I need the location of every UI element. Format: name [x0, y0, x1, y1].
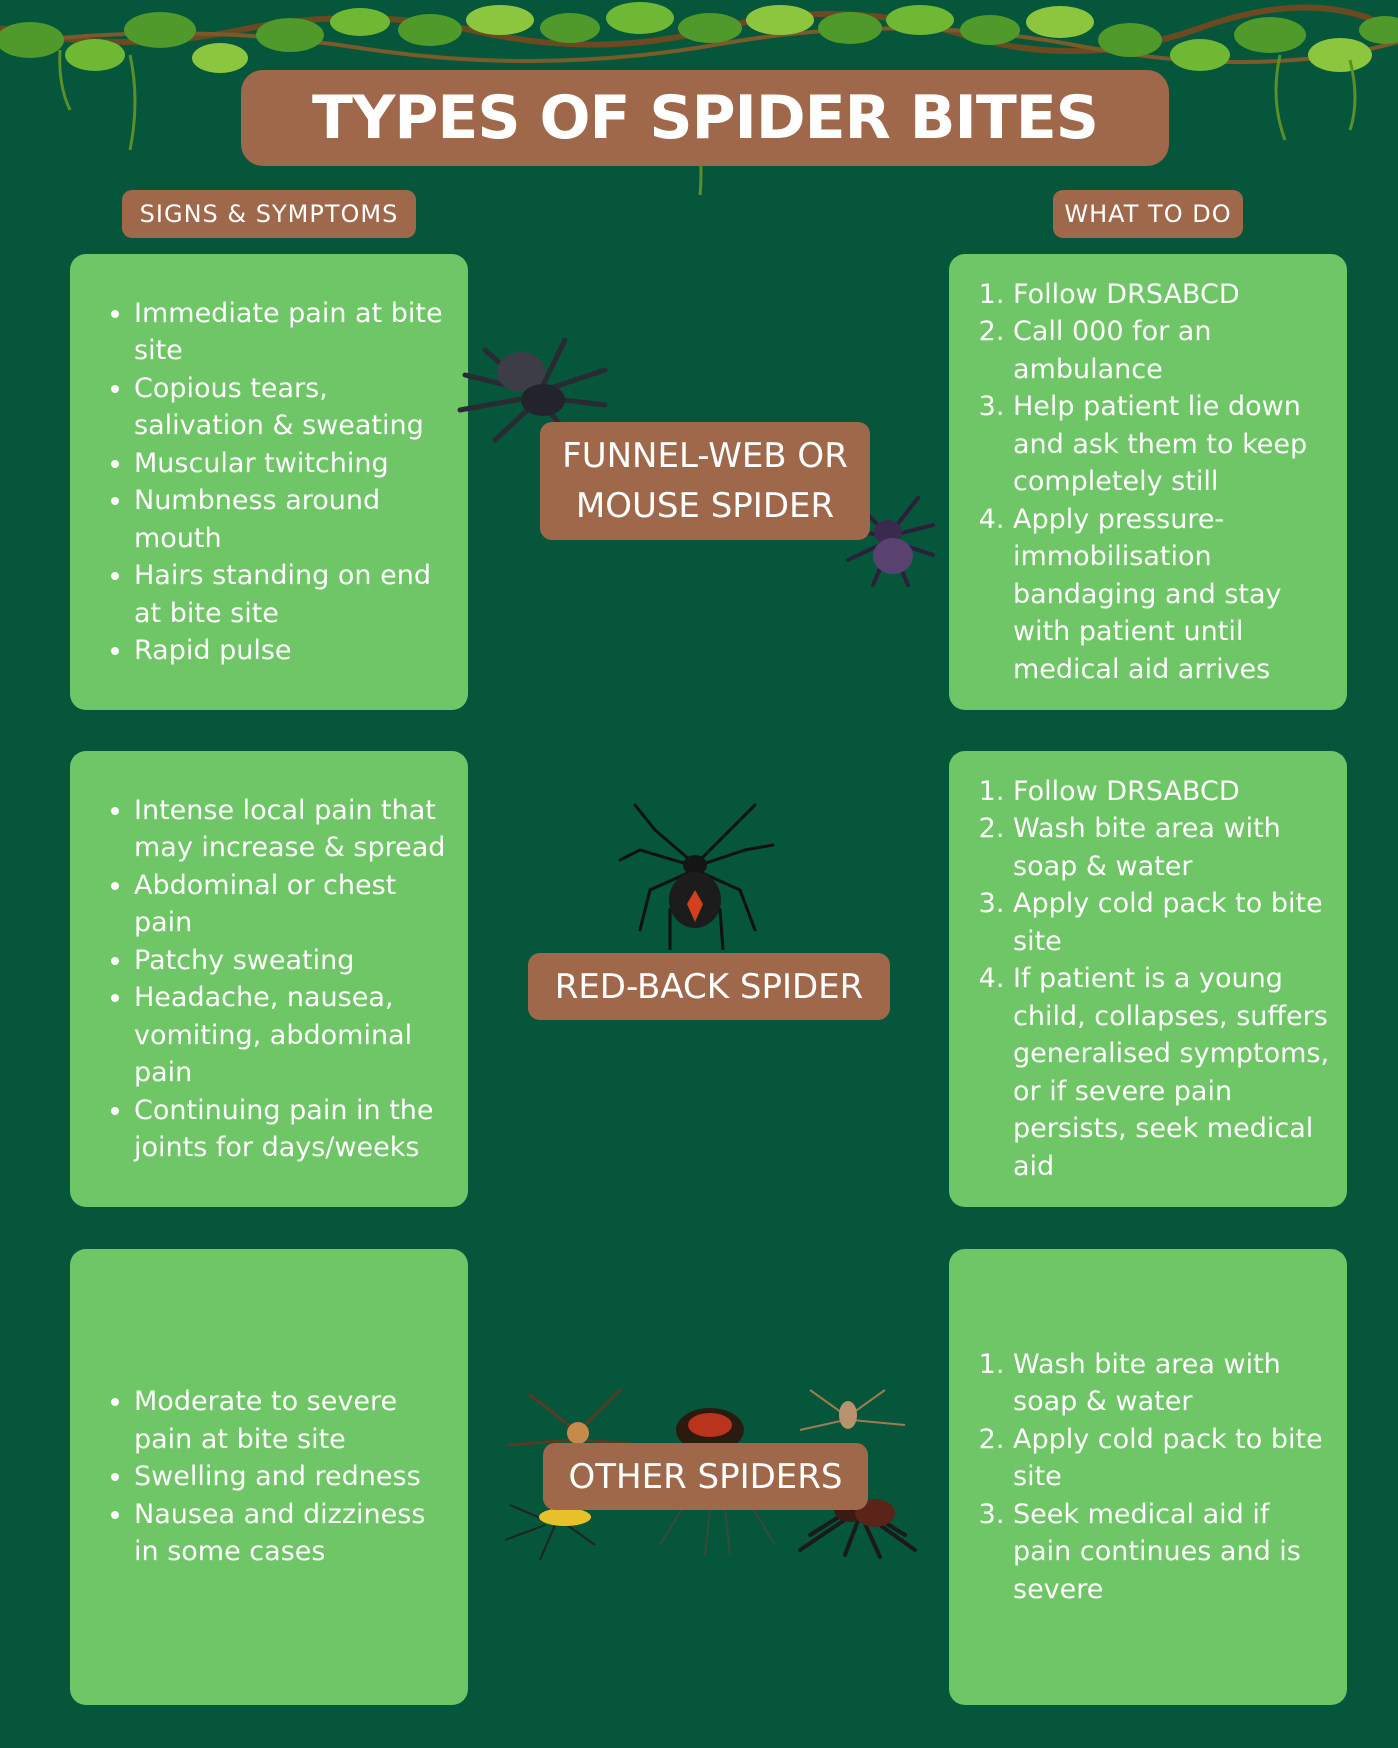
symptoms-list: Moderate to severe pain at bite site Swe…: [70, 1383, 468, 1571]
list-item: Swelling and redness: [134, 1458, 454, 1496]
list-item: Moderate to severe pain at bite site: [134, 1383, 454, 1458]
list-item: Headache, nausea, vomiting, abdominal pa…: [134, 979, 454, 1092]
list-item: Apply pressure-immobilisation bandaging …: [1013, 501, 1333, 689]
spider-name-red-back: RED-BACK SPIDER: [528, 953, 890, 1020]
actions-list: Wash bite area with soap & water Apply c…: [949, 1346, 1347, 1609]
list-item: Help patient lie down and ask them to ke…: [1013, 388, 1333, 501]
list-item: Hairs standing on end at bite site: [134, 557, 454, 632]
spider-name-line: MOUSE SPIDER: [575, 486, 835, 526]
list-item: Muscular twitching: [134, 445, 454, 483]
title-banner: TYPES OF SPIDER BITES: [241, 70, 1169, 166]
list-item: Numbness around mouth: [134, 482, 454, 557]
symptoms-list: Immediate pain at bite site Copious tear…: [70, 295, 468, 670]
what-to-do-label: WHAT TO DO: [1053, 190, 1243, 238]
symptoms-card-other: Moderate to severe pain at bite site Swe…: [70, 1249, 468, 1705]
list-item: Immediate pain at bite site: [134, 295, 454, 370]
list-item: Rapid pulse: [134, 632, 454, 670]
spider-name-line: FUNNEL-WEB OR: [562, 436, 848, 476]
list-item: Copious tears, salivation & sweating: [134, 370, 454, 445]
page-title: TYPES OF SPIDER BITES: [312, 83, 1099, 153]
list-item: Patchy sweating: [134, 942, 454, 980]
actions-list: Follow DRSABCD Call 000 for an ambulance…: [949, 276, 1347, 689]
list-item: Abdominal or chest pain: [134, 867, 454, 942]
spider-name-funnel-web: FUNNEL-WEB OR MOUSE SPIDER: [540, 422, 870, 540]
list-item: Seek medical aid if pain continues and i…: [1013, 1496, 1333, 1609]
list-item: Wash bite area with soap & water: [1013, 1346, 1333, 1421]
symptoms-list: Intense local pain that may increase & s…: [70, 792, 468, 1167]
actions-card-red-back: Follow DRSABCD Wash bite area with soap …: [949, 751, 1347, 1207]
list-item: Continuing pain in the joints for days/w…: [134, 1092, 454, 1167]
spider-name-other: OTHER SPIDERS: [543, 1443, 868, 1510]
list-item: Call 000 for an ambulance: [1013, 313, 1333, 388]
signs-symptoms-label: SIGNS & SYMPTOMS: [122, 190, 416, 238]
list-item: Follow DRSABCD: [1013, 773, 1333, 811]
list-item: If patient is a young child, collapses, …: [1013, 960, 1333, 1185]
list-item: Intense local pain that may increase & s…: [134, 792, 454, 867]
list-item: Apply cold pack to bite site: [1013, 885, 1333, 960]
actions-list: Follow DRSABCD Wash bite area with soap …: [949, 773, 1347, 1186]
mouse-spider-icon: [841, 496, 935, 587]
actions-card-other: Wash bite area with soap & water Apply c…: [949, 1249, 1347, 1705]
list-item: Apply cold pack to bite site: [1013, 1421, 1333, 1496]
actions-card-funnel-web: Follow DRSABCD Call 000 for an ambulance…: [949, 254, 1347, 710]
symptoms-card-funnel-web: Immediate pain at bite site Copious tear…: [70, 254, 468, 710]
red-back-spider-icon: [618, 803, 775, 950]
symptoms-card-red-back: Intense local pain that may increase & s…: [70, 751, 468, 1207]
list-item: Wash bite area with soap & water: [1013, 810, 1333, 885]
list-item: Nausea and dizziness in some cases: [134, 1496, 454, 1571]
list-item: Follow DRSABCD: [1013, 276, 1333, 314]
jungle-vines-decoration: [0, 2, 1398, 196]
